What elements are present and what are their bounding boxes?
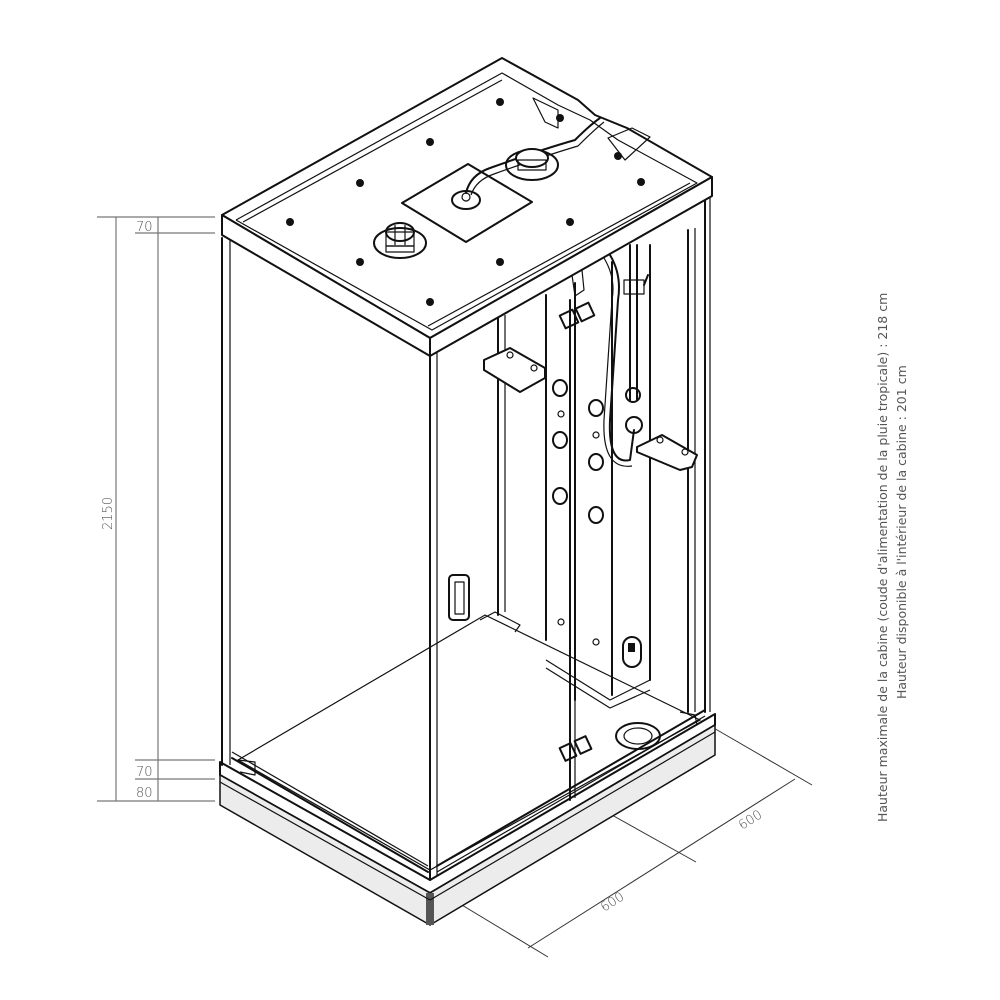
door-handle <box>448 574 470 621</box>
shower-tray <box>219 611 716 926</box>
corner-shelf-right <box>636 434 698 471</box>
note-available-height: Hauteur disponible à l'intérieur de la c… <box>894 365 909 699</box>
frame <box>221 195 711 881</box>
roof-fasteners <box>286 98 645 306</box>
dim-top-70: 70 <box>136 220 153 235</box>
roof-light <box>373 222 427 259</box>
note-max-height: Hauteur maximale de la cabine (coude d'a… <box>875 293 890 822</box>
foot-massager <box>622 636 642 668</box>
dim-total-2150: 2150 <box>101 497 116 530</box>
back-wall <box>497 228 696 713</box>
dim-width-600: 600 <box>736 808 765 834</box>
dim-base-80: 80 <box>136 786 153 801</box>
dim-rim-70: 70 <box>136 765 153 780</box>
height-dimension-group: 70 70 80 2150 <box>97 216 215 802</box>
door-hinge <box>558 735 593 762</box>
hand-shower <box>603 244 649 467</box>
dim-depth-600: 600 <box>598 890 627 916</box>
body-jets <box>552 379 604 646</box>
ventilation-fan <box>505 148 559 181</box>
corner-shelf-left <box>483 347 546 393</box>
